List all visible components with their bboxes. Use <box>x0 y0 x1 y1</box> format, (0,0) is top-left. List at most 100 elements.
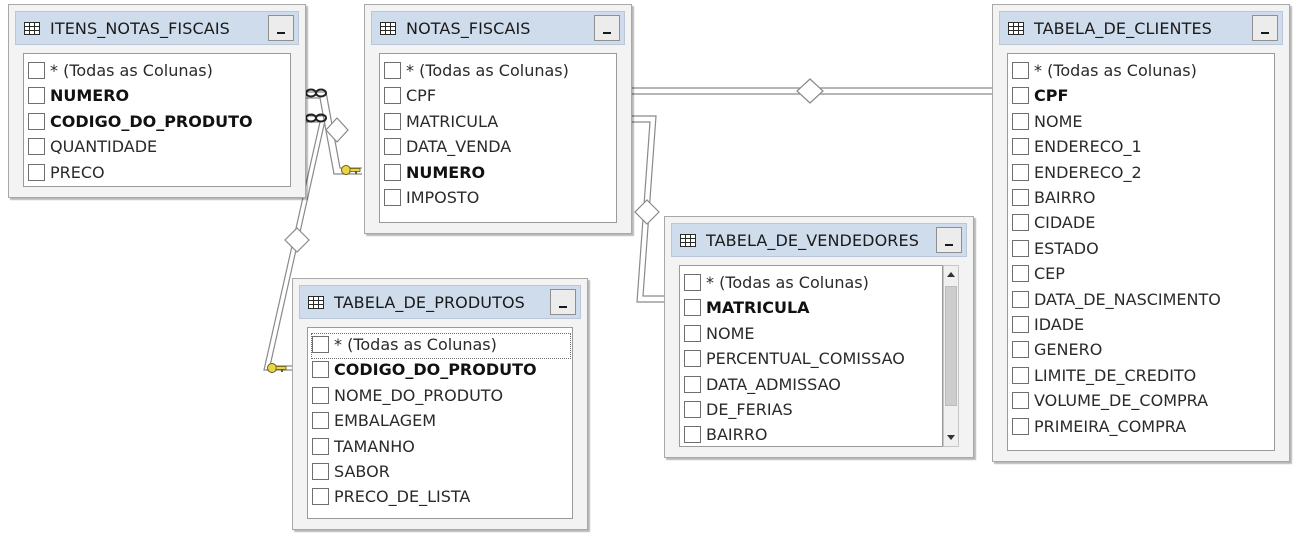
column-checkbox[interactable] <box>1012 138 1029 156</box>
column-row[interactable]: IDADE <box>1012 314 1272 338</box>
column-row[interactable]: DATA_ADMISSAO <box>684 374 940 398</box>
column-row[interactable]: DATA_VENDA <box>384 136 614 160</box>
column-row[interactable]: PRECO <box>28 162 288 186</box>
minimize-button[interactable] <box>268 15 294 41</box>
vertical-scrollbar[interactable] <box>943 265 959 447</box>
relationship-itens-produtos[interactable] <box>263 115 327 371</box>
column-checkbox[interactable] <box>684 299 701 317</box>
column-row[interactable]: MATRICULA <box>684 297 940 321</box>
column-checkbox[interactable] <box>384 138 401 156</box>
column-checkbox[interactable] <box>1012 341 1029 359</box>
column-row[interactable]: PRIMEIRA_COMPRA <box>1012 416 1272 440</box>
column-checkbox[interactable] <box>312 386 329 404</box>
column-row[interactable]: LIMITE_DE_CREDITO <box>1012 365 1272 389</box>
column-row[interactable]: NUMERO <box>28 85 288 109</box>
column-row[interactable]: IMPOSTO <box>384 187 614 211</box>
column-row[interactable]: SABOR <box>312 461 570 485</box>
column-row[interactable]: NOME <box>1012 111 1272 135</box>
relationship-notas-clientes[interactable] <box>632 78 992 104</box>
column-checkbox[interactable] <box>384 112 401 130</box>
minimize-button[interactable] <box>550 289 576 315</box>
column-row[interactable]: NOME <box>684 323 940 347</box>
table-tabela-de-produtos[interactable]: TABELA_DE_PRODUTOS * (Todas as Colunas)C… <box>292 278 588 530</box>
column-row[interactable]: PRECO_DE_LISTA <box>312 486 570 510</box>
column-row[interactable]: ENDERECO_2 <box>1012 162 1272 186</box>
minimize-button[interactable] <box>594 15 620 41</box>
column-row[interactable]: QUANTIDADE <box>28 136 288 160</box>
column-row[interactable]: ENDERECO_1 <box>1012 136 1272 160</box>
column-row[interactable]: ESTADO <box>1012 238 1272 262</box>
column-row[interactable]: DATA_DE_NASCIMENTO <box>1012 289 1272 313</box>
column-row[interactable]: BAIRRO <box>1012 187 1272 211</box>
column-checkbox[interactable] <box>312 463 329 480</box>
column-checkbox[interactable] <box>312 488 329 506</box>
column-row[interactable]: NOME_DO_PRODUTO <box>312 385 570 409</box>
column-row[interactable]: TAMANHO <box>312 436 570 460</box>
column-checkbox[interactable] <box>1012 239 1029 257</box>
column-checkbox[interactable] <box>684 350 701 368</box>
column-checkbox[interactable] <box>684 324 701 342</box>
column-row[interactable]: DE_FERIAS <box>684 399 940 423</box>
column-checkbox[interactable] <box>384 163 401 181</box>
column-row-all-columns[interactable]: * (Todas as Colunas) <box>28 60 288 84</box>
minimize-button[interactable] <box>1252 15 1278 41</box>
scroll-up-icon[interactable] <box>944 266 958 284</box>
column-checkbox[interactable] <box>1012 112 1029 130</box>
column-checkbox[interactable] <box>312 412 329 430</box>
column-row[interactable]: CEP <box>1012 263 1272 287</box>
table-itens-notas-fiscais[interactable]: ITENS_NOTAS_FISCAIS * (Todas as Colunas)… <box>8 4 306 198</box>
column-checkbox[interactable] <box>1012 265 1029 283</box>
column-row[interactable]: GENERO <box>1012 339 1272 363</box>
column-row-all-columns[interactable]: * (Todas as Colunas) <box>384 60 614 84</box>
column-checkbox[interactable] <box>1012 214 1029 232</box>
column-checkbox[interactable] <box>1012 87 1029 105</box>
column-checkbox[interactable] <box>684 401 701 418</box>
column-checkbox[interactable] <box>684 375 701 393</box>
table-tabela-de-clientes[interactable]: TABELA_DE_CLIENTES * (Todas as Colunas)C… <box>992 4 1290 462</box>
column-checkbox[interactable] <box>28 87 45 105</box>
column-row-all-columns[interactable]: * (Todas as Colunas) <box>684 272 940 296</box>
column-row[interactable]: CPF <box>384 85 614 109</box>
column-checkbox[interactable] <box>384 189 401 206</box>
column-row[interactable]: VOLUME_DE_COMPRA <box>1012 390 1272 414</box>
column-row[interactable]: BAIRRO <box>684 424 940 446</box>
column-row[interactable]: CODIGO_DO_PRODUTO <box>312 359 570 383</box>
column-checkbox[interactable] <box>28 163 45 181</box>
column-row[interactable]: CPF <box>1012 85 1272 109</box>
column-checkbox[interactable] <box>312 437 329 455</box>
relationship-itens-notas[interactable] <box>306 91 362 175</box>
column-checkbox[interactable] <box>1012 62 1029 79</box>
column-checkbox[interactable] <box>1012 163 1029 181</box>
relationship-notas-vendedores[interactable] <box>632 115 664 303</box>
column-checkbox[interactable] <box>28 62 45 79</box>
column-checkbox[interactable] <box>1012 417 1029 435</box>
scroll-down-icon[interactable] <box>944 428 958 446</box>
table-tabela-de-vendedores[interactable]: TABELA_DE_VENDEDORES * (Todas as Colunas… <box>664 216 974 458</box>
column-checkbox[interactable] <box>1012 316 1029 333</box>
column-row[interactable]: EMBALAGEM <box>312 410 570 434</box>
column-checkbox[interactable] <box>384 87 401 105</box>
column-checkbox[interactable] <box>1012 189 1029 206</box>
column-checkbox[interactable] <box>28 138 45 156</box>
table-header[interactable]: TABELA_DE_PRODUTOS <box>299 285 581 319</box>
column-checkbox[interactable] <box>684 426 701 444</box>
column-checkbox[interactable] <box>684 274 701 291</box>
column-checkbox[interactable] <box>1012 366 1029 384</box>
column-row[interactable]: PERCENTUAL_COMISSAO <box>684 348 940 372</box>
table-header[interactable]: NOTAS_FISCAIS <box>371 11 625 45</box>
column-row-all-columns[interactable]: * (Todas as Colunas) <box>1012 60 1272 84</box>
column-checkbox[interactable] <box>1012 392 1029 410</box>
table-header[interactable]: TABELA_DE_VENDEDORES <box>671 223 967 257</box>
column-row[interactable]: CIDADE <box>1012 212 1272 236</box>
column-checkbox[interactable] <box>312 336 329 353</box>
column-row[interactable]: MATRICULA <box>384 111 614 135</box>
column-row[interactable]: NUMERO <box>384 162 614 186</box>
scrollbar-thumb[interactable] <box>945 286 957 406</box>
table-header[interactable]: TABELA_DE_CLIENTES <box>999 11 1283 45</box>
minimize-button[interactable] <box>936 227 962 253</box>
column-row-all-columns[interactable]: * (Todas as Colunas) <box>311 333 571 359</box>
table-header[interactable]: ITENS_NOTAS_FISCAIS <box>15 11 299 45</box>
column-checkbox[interactable] <box>1012 290 1029 308</box>
column-checkbox[interactable] <box>312 361 329 379</box>
